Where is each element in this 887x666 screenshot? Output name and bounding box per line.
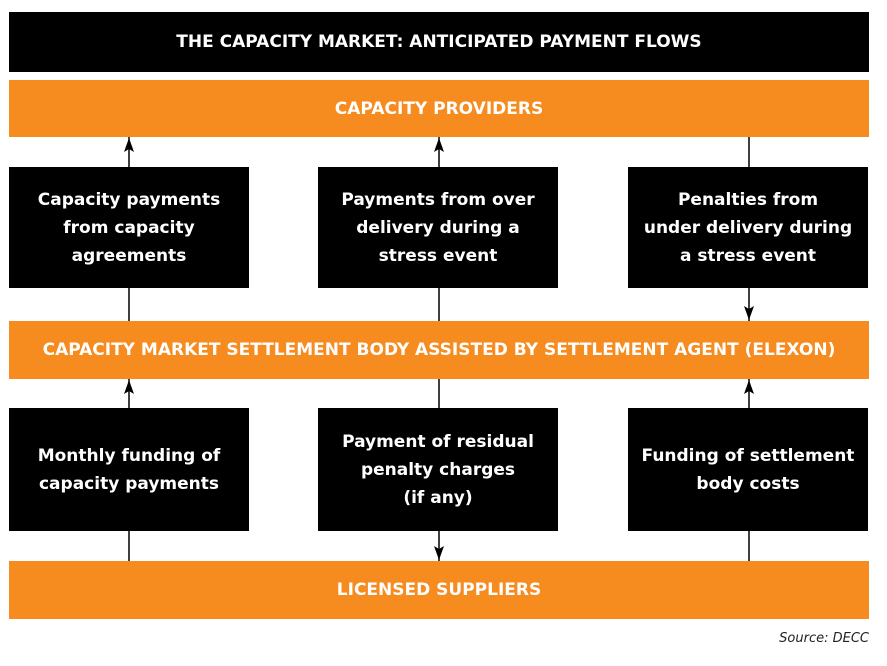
settlement-body-bar: CAPACITY MARKET SETTLEMENT BODY ASSISTED… (9, 321, 869, 379)
capacity-providers-bar: CAPACITY PROVIDERS (9, 80, 869, 137)
under-delivery-penalties-box: Penalties from under delivery during a s… (628, 167, 868, 288)
arrow-up-icon (744, 380, 754, 394)
capacity-payments-box: Capacity payments from capacity agreemen… (9, 167, 249, 288)
arrow-up-icon (434, 138, 444, 152)
arrow-up-icon (124, 380, 134, 394)
residual-penalty-box: Payment of residual penalty charges (if … (318, 408, 558, 531)
arrow-down-icon (434, 546, 444, 560)
licensed-suppliers-bar: LICENSED SUPPLIERS (9, 561, 869, 619)
settlement-costs-box: Funding of settlement body costs (628, 408, 868, 531)
diagram-title: THE CAPACITY MARKET: ANTICIPATED PAYMENT… (9, 12, 869, 72)
arrow-up-icon (124, 138, 134, 152)
over-delivery-payments-box: Payments from over delivery during a str… (318, 167, 558, 288)
source-note: Source: DECC (779, 631, 869, 646)
monthly-funding-box: Monthly funding of capacity payments (9, 408, 249, 531)
arrow-down-icon (744, 306, 754, 320)
